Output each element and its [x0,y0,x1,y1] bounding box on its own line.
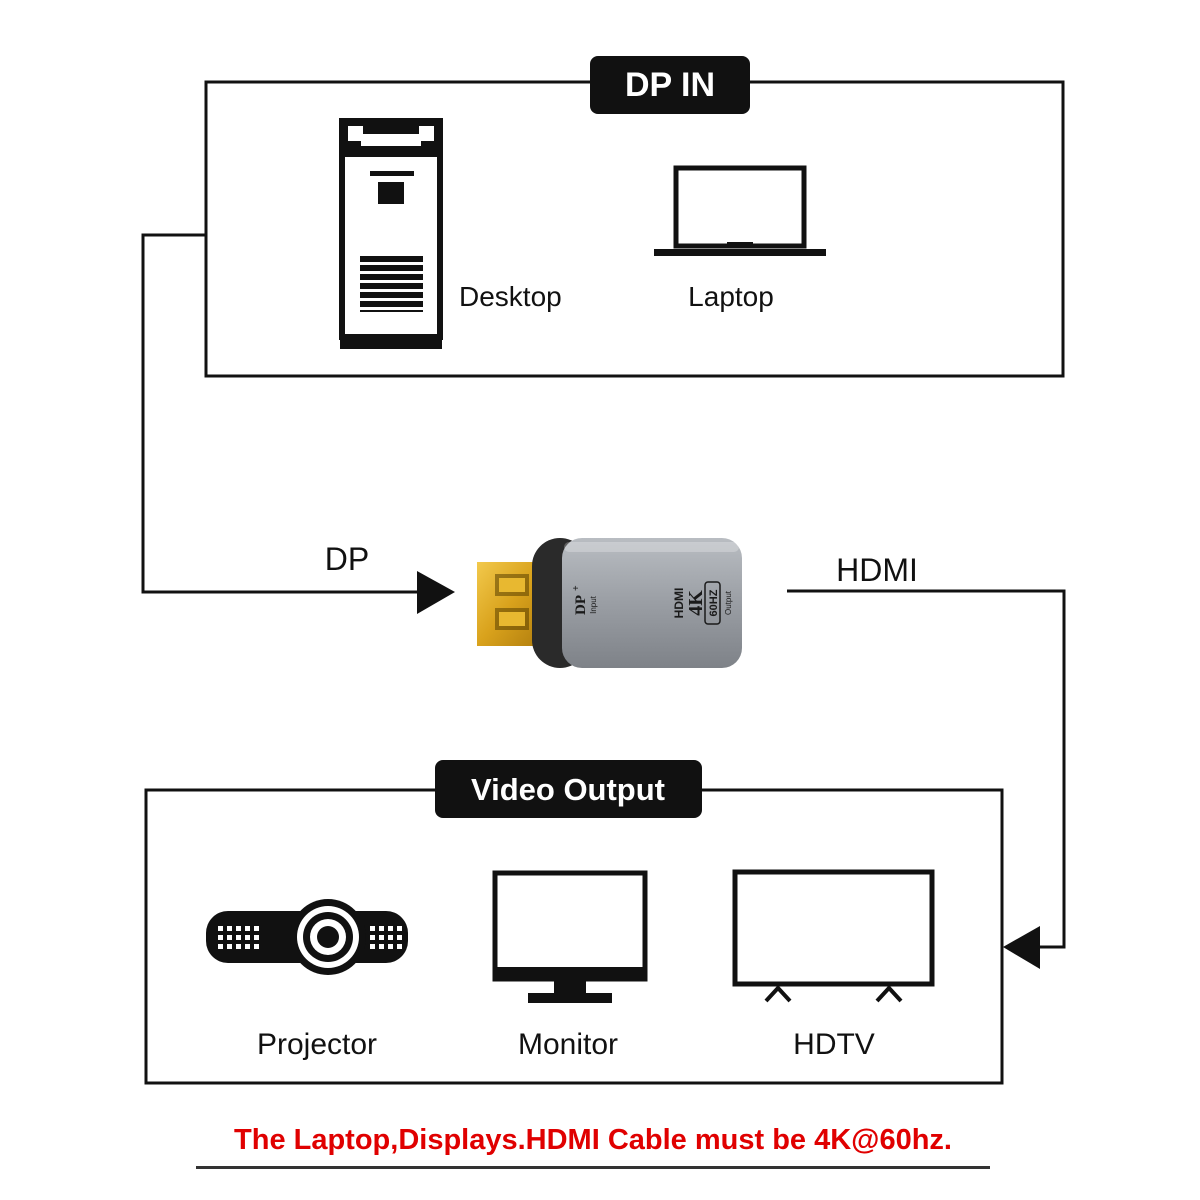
laptop-label: Laptop [688,281,774,312]
output-group-title: Video Output [471,772,665,807]
adapter-print-output: Output [724,590,733,615]
output-group: Video Output Projector [144,760,1004,1085]
compatibility-note: The Laptop,Displays.HDMI Cable must be 4… [234,1124,952,1156]
adapter-print-4k: 4K [685,590,707,616]
adapter-print-dp-plus: + [571,585,582,591]
adapter-body [562,538,742,668]
laptop-icon [654,165,826,256]
adapter-print-input: Input [589,595,598,614]
input-arrow-icon [417,571,455,614]
output-arrow-icon [1003,926,1040,969]
input-group-title: DP IN [625,66,715,104]
dp-connector-label: DP [325,541,369,577]
monitor-label: Monitor [518,1028,618,1061]
output-group-tab [435,760,702,818]
hdmi-connector-label: HDMI [836,552,918,588]
adapter-print-dp: DP [573,595,589,615]
input-group-frame [204,80,1065,378]
input-group-tab [590,56,750,114]
desktop-label: Desktop [459,281,562,312]
adapter-print-60hz: 60HZ [708,589,720,616]
hdtv-label: HDTV [793,1028,875,1061]
tv-icon [732,869,935,1003]
input-group: DP IN Desktop Laptop [204,56,1065,378]
dp-to-hdmi-adapter: DP + Input HDMI 4K 60HZ Output [477,538,742,668]
output-connector: HDMI [787,552,1066,969]
input-connector: DP [141,233,455,614]
caption-underline [196,1166,990,1169]
desktop-tower-icon [339,118,443,349]
adapter-print-hdmi: HDMI [672,588,686,619]
projector-icon [206,899,408,975]
projector-label: Projector [257,1028,377,1061]
monitor-icon [492,870,648,1003]
